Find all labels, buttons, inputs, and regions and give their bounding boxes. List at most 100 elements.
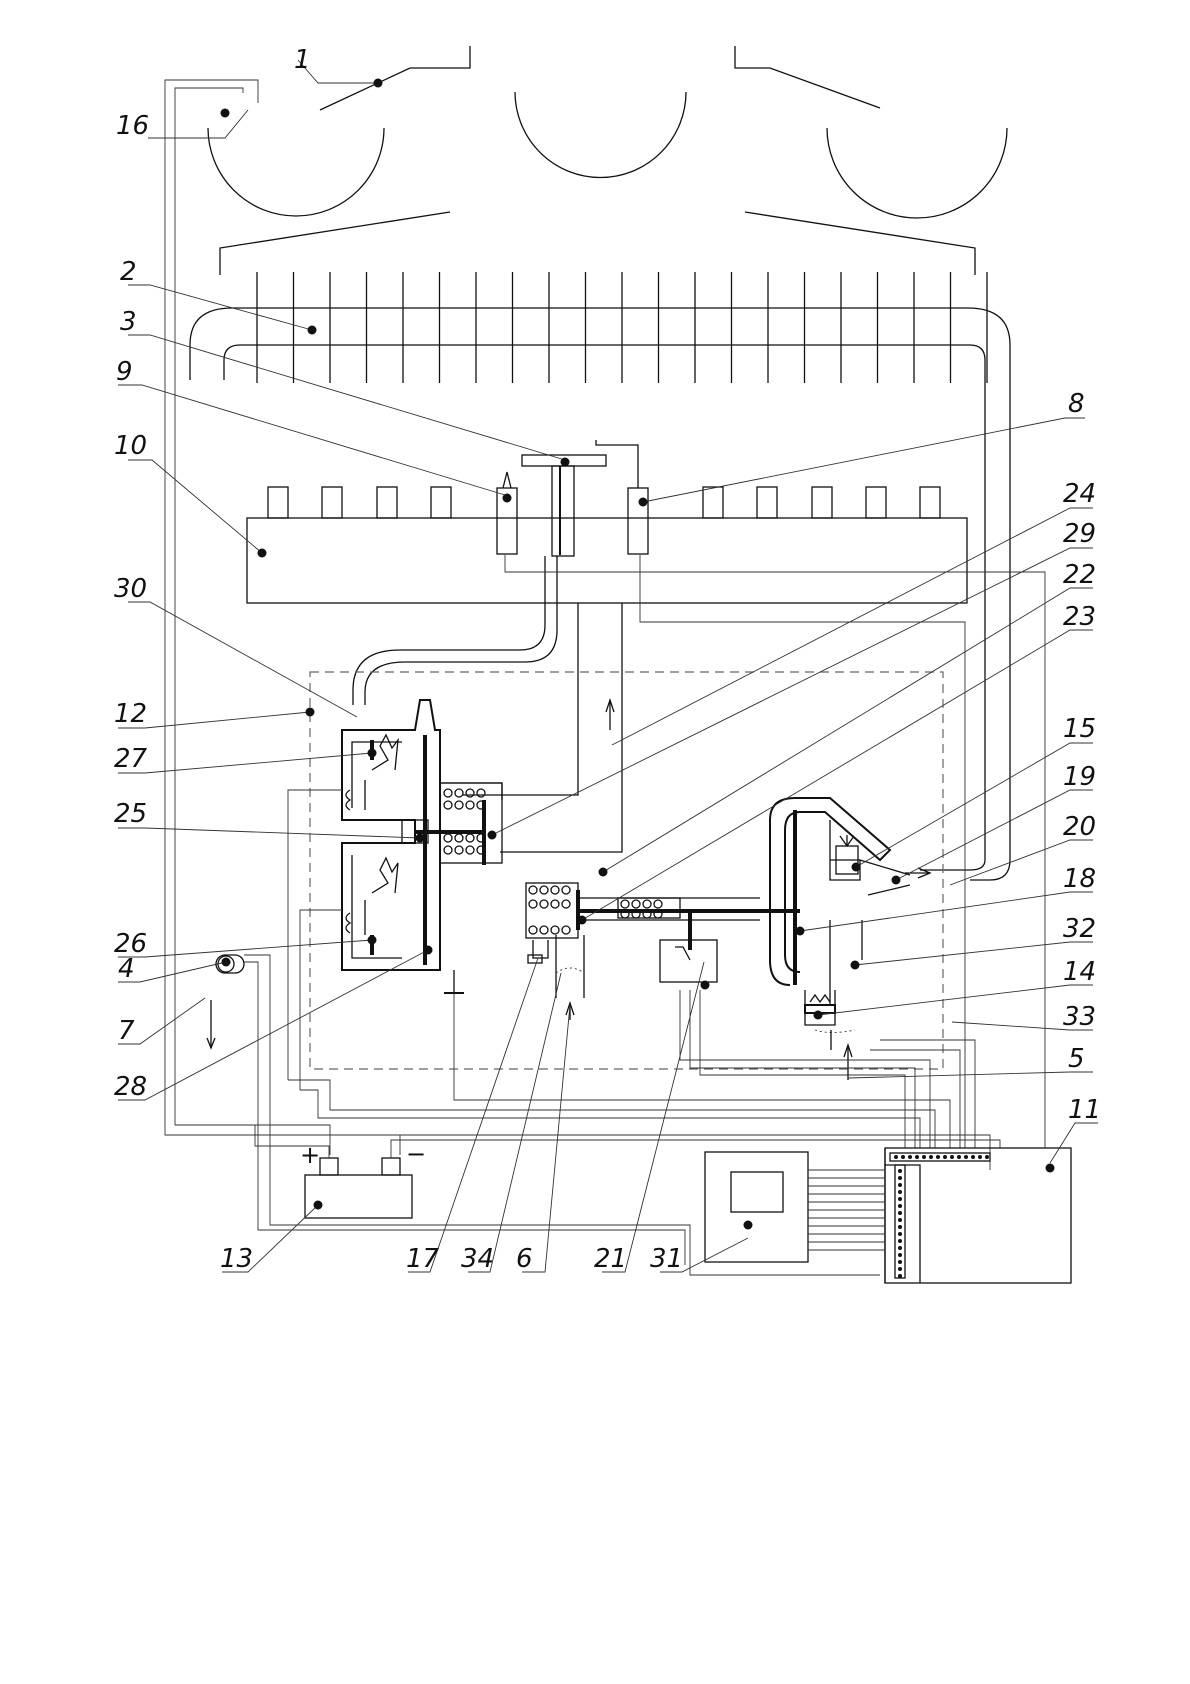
spring-coil: [528, 899, 538, 909]
control-unit: [884, 1147, 1072, 1284]
connector-pin: [894, 1155, 898, 1159]
connector-pin: [898, 1260, 902, 1264]
connector-pin: [898, 1218, 902, 1222]
label-25: 25: [114, 799, 147, 829]
flue-hood: [207, 46, 1008, 275]
spring-coil: [631, 899, 641, 909]
connector-pin: [978, 1155, 982, 1159]
label-19: 19: [1063, 762, 1096, 792]
burner-nozzle: [756, 486, 778, 519]
connector-pin: [898, 1190, 902, 1194]
connector-pin: [898, 1211, 902, 1215]
label-27: 27: [114, 744, 148, 774]
label-7: 7: [118, 1016, 135, 1046]
label-10: 10: [114, 431, 147, 461]
connector-pin: [898, 1232, 902, 1236]
spring-coil: [642, 909, 652, 919]
label-32: 32: [1063, 914, 1096, 944]
burner-nozzle: [811, 486, 833, 519]
spring-coil: [443, 788, 453, 798]
water-unit: [769, 797, 932, 1080]
connector-pin: [898, 1169, 902, 1173]
pilot-gas-tube: [352, 556, 623, 853]
burner-nozzle: [376, 486, 398, 519]
burner-nozzle: [267, 486, 289, 519]
label-4: 4: [118, 954, 135, 984]
burner-nozzle: [430, 486, 452, 519]
spring-coil: [550, 899, 560, 909]
spring-coil: [550, 885, 560, 895]
leaders: [118, 59, 1098, 1273]
spring-coil: [539, 925, 549, 935]
spring-coil: [528, 925, 538, 935]
label-28: 28: [114, 1072, 147, 1102]
label-22: 22: [1063, 560, 1096, 590]
connector-pin: [901, 1155, 905, 1159]
heat-exchanger: [189, 272, 1011, 881]
labels: 1 16 2 3 9 8 10 24 29 22 23 30 12 27 25 …: [114, 45, 1101, 1274]
connector-pin: [898, 1225, 902, 1229]
spring-coil: [539, 899, 549, 909]
burner-nozzle: [321, 486, 343, 519]
label-34: 34: [461, 1244, 494, 1274]
hot-water-outlet: [206, 954, 245, 1050]
connector-pin: [985, 1155, 989, 1159]
spring-coil: [620, 909, 630, 919]
spring-coil: [653, 909, 663, 919]
burner-nozzle: [919, 486, 941, 519]
spring-coil: [454, 833, 464, 843]
spring-coil: [465, 800, 475, 810]
spring-coil: [454, 788, 464, 798]
connector-pin: [964, 1155, 968, 1159]
display-unit: [704, 1151, 885, 1263]
label-29: 29: [1063, 519, 1096, 549]
battery-minus-sign: −: [406, 1140, 426, 1168]
label-3: 3: [120, 307, 137, 337]
label-15: 15: [1063, 714, 1096, 744]
label-18: 18: [1063, 864, 1096, 894]
label-2: 2: [120, 257, 137, 287]
battery: + −: [254, 1125, 1001, 1219]
label-31: 31: [650, 1244, 683, 1274]
spring-coil: [528, 885, 538, 895]
label-17: 17: [406, 1244, 440, 1274]
connector-pin: [908, 1155, 912, 1159]
spring-coil: [620, 899, 630, 909]
spring-coil: [561, 925, 571, 935]
label-6: 6: [516, 1244, 533, 1274]
label-12: 12: [114, 699, 147, 729]
spring-coil: [631, 909, 641, 919]
spring-coil: [454, 845, 464, 855]
spring-coil: [642, 899, 652, 909]
connector-pin: [898, 1274, 902, 1278]
spring-coil: [476, 788, 486, 798]
label-5: 5: [1068, 1044, 1085, 1074]
connector-pin: [922, 1155, 926, 1159]
connector-pin: [898, 1267, 902, 1271]
spring-coil: [561, 899, 571, 909]
spring-coil: [465, 833, 475, 843]
spring-coil: [465, 845, 475, 855]
label-24: 24: [1063, 479, 1096, 509]
water-regulator: [525, 882, 800, 1020]
gas-block-frame: [309, 671, 944, 1070]
label-8: 8: [1068, 389, 1085, 419]
reference-dots: [220, 78, 1055, 1230]
connector-pin: [898, 1253, 902, 1257]
label-33: 33: [1063, 1002, 1096, 1032]
label-16: 16: [116, 111, 149, 141]
connector-pin: [936, 1155, 940, 1159]
battery-plus-sign: +: [300, 1141, 320, 1169]
spring-coil: [443, 800, 453, 810]
connector-pin: [898, 1204, 902, 1208]
spring-coil: [561, 885, 571, 895]
label-30: 30: [114, 574, 147, 604]
spring-coil: [454, 800, 464, 810]
connector-pin: [929, 1155, 933, 1159]
label-21: 21: [594, 1244, 627, 1274]
label-13: 13: [220, 1244, 253, 1274]
label-9: 9: [116, 357, 133, 387]
spring-coil: [550, 925, 560, 935]
spring-coil: [653, 899, 663, 909]
